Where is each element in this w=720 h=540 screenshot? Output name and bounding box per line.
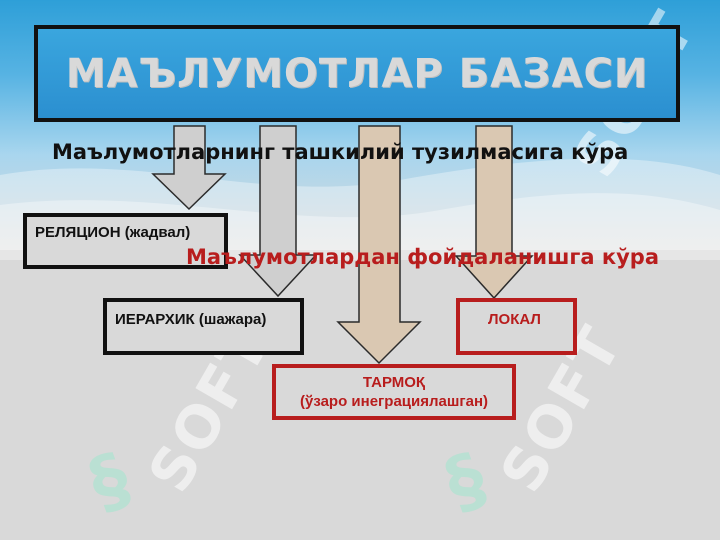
box-network: ТАРМОҚ (ўзаро инеграциялашган) [272,364,516,420]
arrow-to-hierarchical [238,125,318,298]
page-title: МАЪЛУМОТЛАР БАЗАСИ [65,50,649,97]
arrow-to-network [336,125,422,365]
arrow-to-relational [151,125,227,211]
subtitle-organizational-structure: Маълумотларнинг ташкилий тузилмасига кўр… [52,140,629,164]
box-network-sublabel: (ўзаро инеграциялашган) [299,393,489,410]
box-network-label: ТАРМОҚ [362,374,426,391]
box-relational-label: РЕЛЯЦИОН (жадвал) [35,224,191,241]
box-hierarchical-label: ИЕРАРХИК (шажара) [115,311,267,328]
box-local-label: ЛОКАЛ [488,311,541,328]
box-hierarchical: ИЕРАРХИК (шажара) [103,298,304,355]
subtitle-usage: Маълумотлардан фойдаланишга кўра [186,245,660,269]
box-local: ЛОКАЛ [456,298,577,355]
box-relational: РЕЛЯЦИОН (жадвал) [23,213,228,269]
arrow-to-local [454,125,534,300]
title-banner: МАЪЛУМОТЛАР БАЗАСИ [34,25,680,122]
